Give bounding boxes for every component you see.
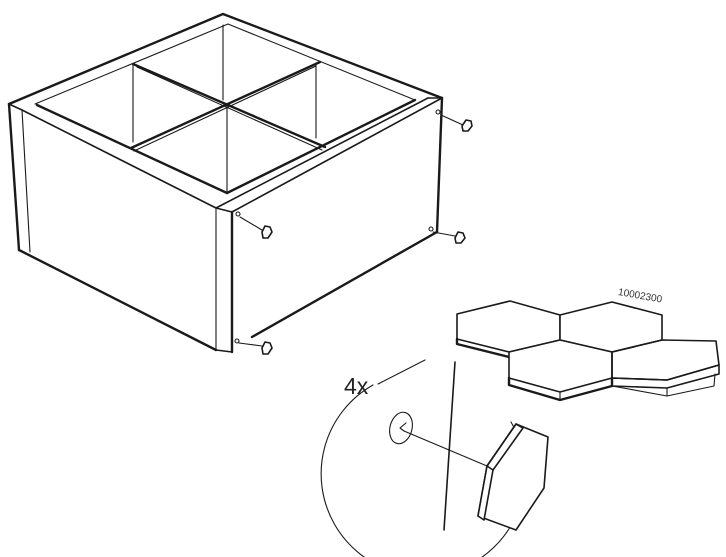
detail-callout: [320, 359, 549, 557]
pad-sheet: [455, 300, 720, 402]
hex-pad-icon: [454, 231, 466, 244]
hex-pad-icon: [261, 341, 273, 355]
hex-pad-icon: [461, 119, 473, 132]
hex-pad-icon: [261, 225, 273, 239]
quantity-label: 4x: [344, 373, 369, 399]
shelf-unit: [7, 12, 444, 354]
pad-indicators: [238, 114, 473, 355]
